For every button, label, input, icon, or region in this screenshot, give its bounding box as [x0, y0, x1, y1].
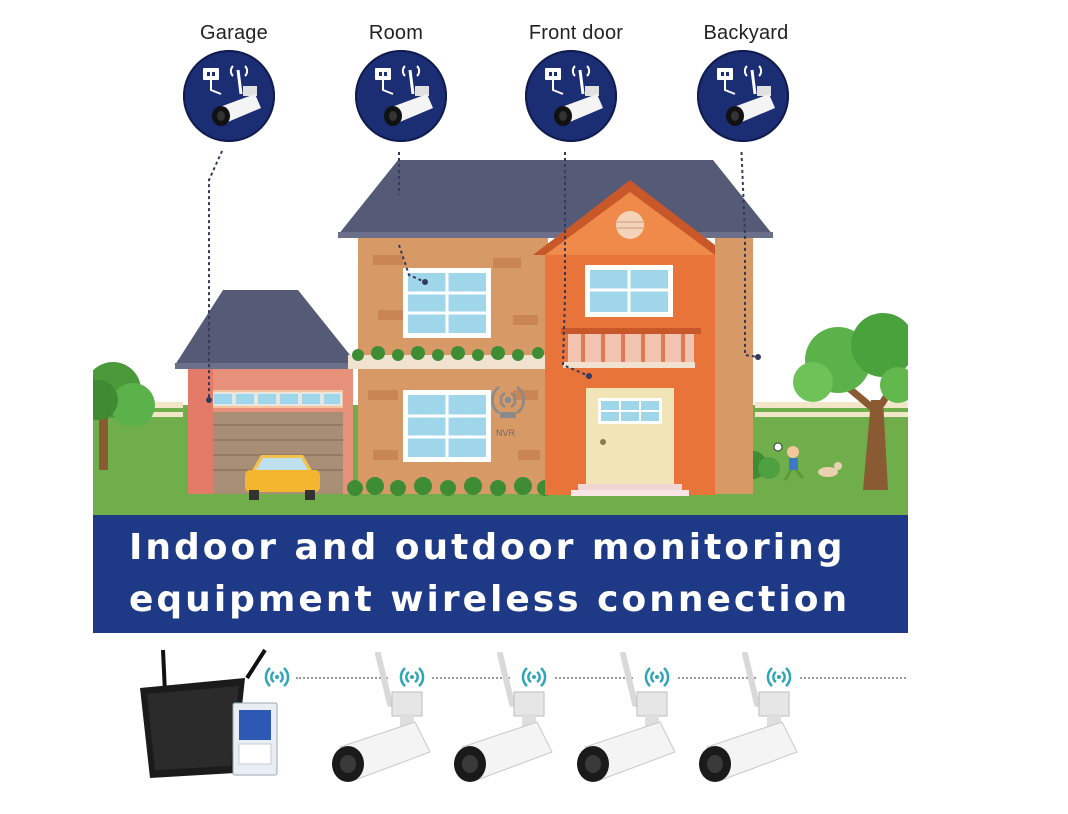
bullet-camera-icon	[699, 652, 798, 782]
camera-badge-room	[355, 50, 447, 142]
location-label-front-door: Front door	[528, 22, 624, 44]
house-illustration: NVR	[93, 150, 908, 515]
wifi-signal-icon	[766, 667, 792, 687]
headline-line-2: equipment wireless connection	[129, 579, 851, 620]
tree-left	[93, 362, 155, 470]
wifi-signal-icon	[264, 667, 290, 687]
nvr-monitor-icon	[140, 648, 278, 778]
link-dots	[555, 677, 633, 679]
dog	[818, 462, 842, 477]
bullet-camera-icon	[577, 652, 676, 782]
camera-badge-backyard	[697, 50, 789, 142]
link-dots	[296, 677, 388, 679]
wifi-signal-icon	[521, 667, 547, 687]
headline-banner: Indoor and outdoor monitoring equipment …	[93, 515, 908, 633]
link-dots	[678, 677, 756, 679]
nvr-wifi-icon	[491, 385, 525, 418]
nvr-label: NVR	[496, 428, 516, 438]
link-dots	[800, 677, 906, 679]
wifi-signal-icon	[399, 667, 425, 687]
camera-icon	[545, 65, 603, 126]
camera-icon	[375, 65, 433, 126]
location-label-garage: Garage	[200, 22, 268, 44]
wifi-signal-icon	[644, 667, 670, 687]
camera-icon	[203, 65, 261, 126]
link-dots	[432, 677, 510, 679]
camera-icon	[717, 65, 775, 126]
camera-badge-front-door	[525, 50, 617, 142]
camera-badge-garage	[183, 50, 275, 142]
location-label-room: Room	[368, 22, 424, 44]
tree-right	[793, 313, 908, 490]
bullet-camera-icon	[332, 652, 431, 782]
camera-connection-lines	[208, 150, 759, 400]
main-house: NVR	[338, 160, 773, 496]
child-playing	[773, 442, 805, 481]
fence-right	[755, 402, 908, 417]
location-label-backyard: Backyard	[703, 22, 789, 44]
bullet-camera-icon	[454, 652, 553, 782]
car	[245, 455, 320, 500]
headline-line-1: Indoor and outdoor monitoring	[129, 527, 846, 568]
